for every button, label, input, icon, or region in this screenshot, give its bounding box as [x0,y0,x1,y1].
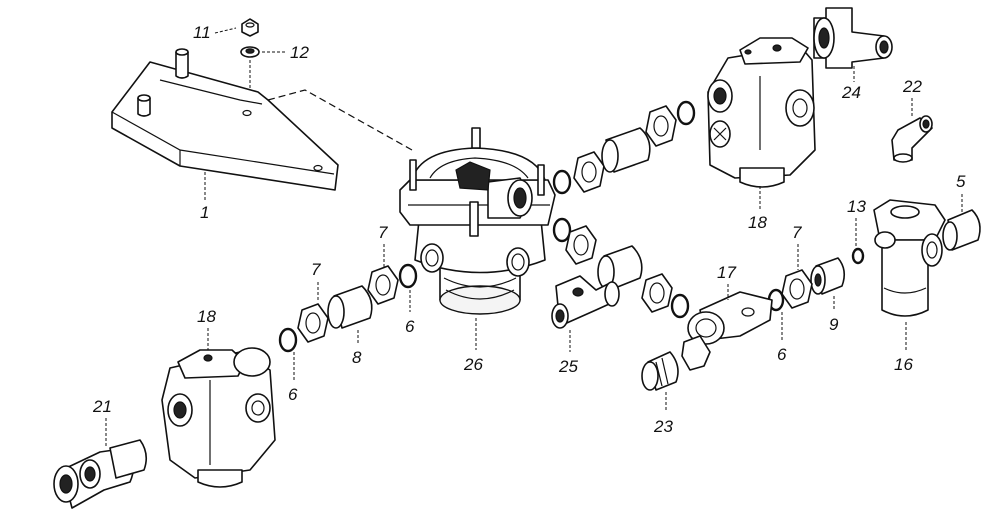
callout-7: 7 [378,223,388,242]
callout-6: 6 [288,385,298,404]
callout-23: 23 [653,417,673,436]
callout-25: 25 [558,357,578,376]
callout-6: 6 [405,317,415,336]
seal-ring-mid-2 [670,293,690,319]
part-7-nut-left [367,265,399,305]
callout-12: 12 [290,43,309,62]
callout-5: 5 [956,172,966,191]
part-23-plug [641,351,679,391]
part-25-angle-fitting [551,275,620,329]
nut-upper-1 [573,151,605,193]
part-5-sleeve [942,209,981,251]
part-13-small-ring [851,247,865,265]
callout-labels: 1 11 12 7 6 7 8 6 18 21 26 25 23 17 6 7 … [92,23,966,436]
callout-7: 7 [311,260,321,279]
part-18-valve-bottom [161,347,276,488]
seal-ring-upper-2 [676,100,696,126]
callout-21: 21 [92,397,112,416]
sleeve-mid [597,245,643,291]
callout-9: 9 [829,315,839,334]
part-8-sleeve [327,285,373,329]
part-21-double-fitting [53,439,148,509]
callout-6: 6 [777,345,787,364]
part-7-nut-right [781,269,813,309]
part-26-main-valve [399,127,556,315]
part-7-nut-lower [297,303,329,343]
part-22-elbow-fitting [891,115,933,163]
callout-13: 13 [847,197,866,216]
callout-18: 18 [748,213,767,232]
part-16-filter-unit [873,199,946,317]
part-11-nut [241,18,259,37]
part-1-bracket [111,48,339,191]
part-18-valve-top [707,37,816,188]
seal-ring-mid-1 [552,217,572,243]
nut-mid-2 [641,273,673,313]
part-17-banjo-fitting [681,291,773,371]
callout-18: 18 [197,307,216,326]
callout-17: 17 [717,263,736,282]
callout-1: 1 [200,203,209,222]
part-6-ring-left [398,263,418,289]
leader-lines [105,27,963,448]
callout-26: 26 [463,355,483,374]
part-12-washer [240,46,260,58]
callout-24: 24 [841,83,861,102]
callout-8: 8 [352,348,362,367]
callout-22: 22 [902,77,922,96]
callout-16: 16 [894,355,913,374]
nut-upper-2 [645,105,677,147]
nut-mid-1 [565,225,597,265]
callout-7: 7 [792,223,802,242]
part-24-tee-fitting [813,7,893,69]
seal-ring-upper-1 [552,169,572,195]
callout-11: 11 [193,23,211,42]
part-9-bushing [810,257,846,295]
sleeve-upper [601,127,651,173]
part-6-ring-lower [278,327,298,353]
